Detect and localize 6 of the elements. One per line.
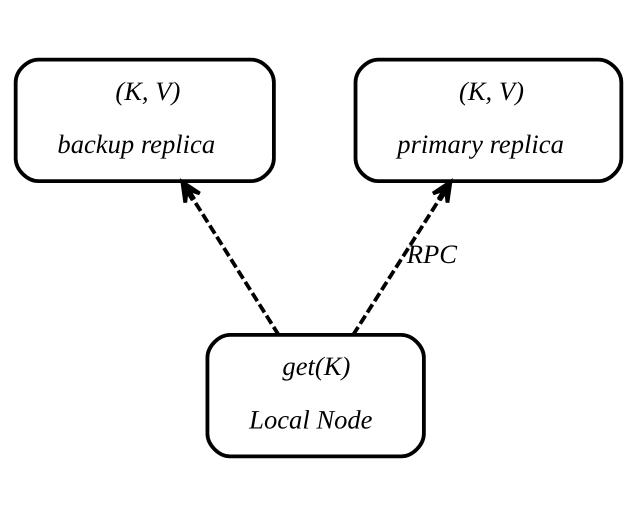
- edge-label: RPC: [406, 238, 457, 269]
- node-box: get(K) Local Node: [206, 332, 426, 458]
- arrow: [352, 180, 452, 336]
- node-box: (K, V) backup replica: [14, 57, 276, 182]
- arrow: [180, 180, 280, 336]
- node-box: (K, V) primary replica: [354, 57, 624, 182]
